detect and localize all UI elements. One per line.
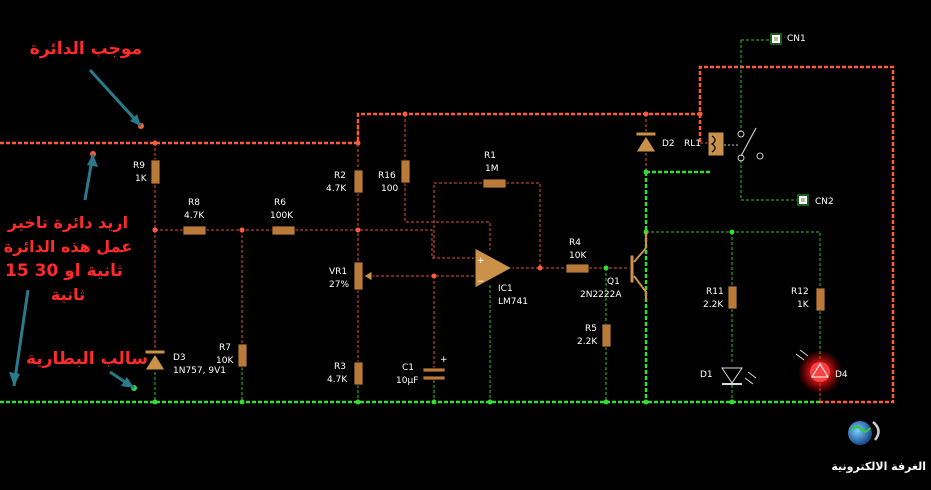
label-cn1: CN1 bbox=[787, 34, 806, 44]
ground-rail bbox=[0, 170, 820, 404]
label-c1: C1 bbox=[402, 363, 414, 373]
label-r4: R4 bbox=[569, 238, 581, 248]
value-r5: 2.2K bbox=[577, 337, 598, 347]
value-r3: 4.7K bbox=[327, 375, 348, 385]
positive-annotation: موجب الدائرة bbox=[30, 39, 142, 59]
value-d3: 1N757, 9V1 bbox=[173, 366, 226, 376]
transistor-q1 bbox=[629, 232, 647, 300]
resistor-r6 bbox=[271, 225, 296, 236]
label-r12: R12 bbox=[791, 287, 809, 297]
label-r8: R8 bbox=[188, 198, 200, 208]
value-r16: 100 bbox=[381, 184, 398, 194]
connector-cn2 bbox=[797, 194, 809, 206]
watermark-logo: الغرفة الالكترونية bbox=[831, 421, 926, 473]
value-r2: 4.7K bbox=[326, 184, 347, 194]
label-q1: Q1 bbox=[607, 277, 620, 287]
value-vr1: 27% bbox=[329, 280, 349, 290]
label-r11: R11 bbox=[706, 287, 724, 297]
relay-rl1 bbox=[707, 127, 764, 162]
label-r3: R3 bbox=[334, 362, 346, 372]
diode-d2 bbox=[635, 131, 657, 153]
resistor-r9 bbox=[150, 159, 161, 185]
label-r2: R2 bbox=[334, 171, 346, 181]
label-ic1: IC1 bbox=[498, 284, 513, 294]
label-vr1: VR1 bbox=[329, 267, 347, 277]
value-r8: 4.7K bbox=[184, 211, 205, 221]
resistor-r4 bbox=[565, 263, 590, 274]
zener-d3 bbox=[144, 349, 166, 371]
watermark-text: الغرفة الالكترونية bbox=[831, 460, 926, 473]
value-r4: 10K bbox=[569, 251, 587, 261]
label-r1: R1 bbox=[484, 151, 496, 161]
value-r12: 1K bbox=[797, 300, 810, 310]
value-r7: 10K bbox=[216, 356, 234, 366]
label-r5: R5 bbox=[585, 324, 597, 334]
opamp-ic1 bbox=[474, 247, 514, 289]
label-d4: D4 bbox=[835, 370, 848, 380]
led-d1 bbox=[721, 367, 757, 385]
value-r1: 1M bbox=[485, 164, 499, 174]
resistor-r8 bbox=[182, 225, 207, 236]
label-d1: D1 bbox=[700, 370, 713, 380]
label-r16: R16 bbox=[378, 171, 396, 181]
value-ic1: LM741 bbox=[498, 297, 528, 307]
resistor-r1 bbox=[482, 178, 507, 189]
label-r7: R7 bbox=[219, 343, 231, 353]
label-cn2: CN2 bbox=[815, 197, 834, 207]
value-r6: 100K bbox=[270, 211, 294, 221]
led-d4 bbox=[795, 349, 842, 394]
label-r9: R9 bbox=[133, 161, 145, 171]
resistor-r7 bbox=[237, 343, 248, 368]
value-c1: 10µF bbox=[396, 376, 418, 386]
label-r6: R6 bbox=[274, 198, 286, 208]
value-r9: 1K bbox=[135, 174, 148, 184]
value-q1: 2N2222A bbox=[580, 290, 622, 300]
value-r11: 2.2K bbox=[703, 300, 724, 310]
resistor-r16 bbox=[400, 159, 411, 184]
question-line-2: عمل هذه الدائرة bbox=[4, 237, 132, 256]
label-rl1: RL1 bbox=[684, 139, 701, 149]
connector-cn1 bbox=[770, 33, 782, 45]
junctions bbox=[90, 111, 703, 279]
label-d2: D2 bbox=[662, 139, 675, 149]
resistor-r2 bbox=[353, 169, 364, 194]
question-line-3: 15 ثانية او 30 bbox=[5, 261, 123, 281]
opamp-plus: + bbox=[477, 256, 485, 266]
resistor-r5 bbox=[601, 323, 612, 348]
component-labels: R9 1K R8 4.7K R6 100K R2 4.7K R16 100 R1… bbox=[133, 34, 848, 386]
arabic-annotations: موجب الدائرة سالب البطارية اريد دائرة تا… bbox=[4, 39, 148, 369]
label-d3: D3 bbox=[173, 353, 186, 363]
negative-annotation: سالب البطارية bbox=[26, 349, 148, 369]
resistor-r11 bbox=[727, 285, 738, 310]
c1-polarity: + bbox=[440, 355, 448, 365]
resistor-r12 bbox=[815, 287, 826, 312]
question-line-1: اريد دائرة تاخير bbox=[7, 213, 128, 232]
question-line-4: ثانية bbox=[51, 285, 85, 304]
opamp-minus: − bbox=[477, 277, 485, 287]
annotation-arrows bbox=[9, 68, 143, 390]
capacitor-c1 bbox=[422, 367, 446, 381]
wiring bbox=[154, 39, 821, 402]
resistor-r3 bbox=[353, 361, 364, 386]
positive-rail bbox=[0, 65, 895, 404]
potentiometer-vr1 bbox=[353, 261, 373, 291]
